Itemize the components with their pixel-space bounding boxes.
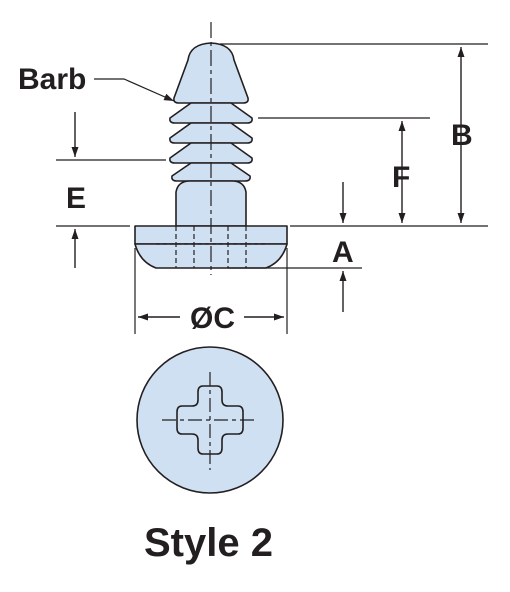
label-e: E [66,182,86,215]
barb-leader-line [94,78,175,102]
label-barb: Barb [18,63,86,96]
top-view [136,346,284,494]
extension-lines [56,43,488,334]
label-c: ØC [190,302,235,335]
label-a: A [332,236,354,269]
label-b: B [451,119,473,152]
barb-ring-3 [169,142,253,164]
cross-recess [176,385,244,455]
label-f: F [392,161,410,194]
recess-slot-lines [156,226,266,268]
figure-title: Style 2 [144,521,273,565]
barb-ring-2 [169,122,253,144]
